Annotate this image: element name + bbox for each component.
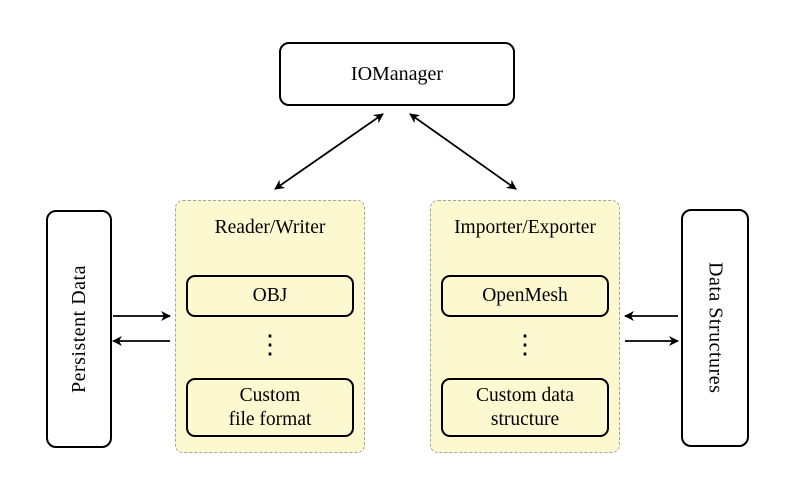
node-custom-data-structure-label: Custom data structure <box>475 384 575 430</box>
node-openmesh-label: OpenMesh <box>482 285 568 307</box>
node-openmesh: OpenMesh <box>441 275 609 317</box>
node-obj: OBJ <box>186 275 354 317</box>
group-importer-exporter-title: Importer/Exporter <box>454 217 596 238</box>
node-data-structures: Data Structures <box>681 209 749 447</box>
node-data-structures-label: Data Structures <box>704 262 727 394</box>
node-custom-file-format-label: Custom file format <box>228 384 312 430</box>
group-reader-writer-title: Reader/Writer <box>214 217 326 238</box>
node-iomanager-label: IOManager <box>350 62 444 85</box>
node-persistent-data: Persistent Data <box>46 210 112 448</box>
node-persistent-data-label: Persistent Data <box>67 264 90 394</box>
group-importer-exporter: Importer/Exporter OpenMesh ⋮ Custom data… <box>430 200 620 453</box>
group-reader-writer: Reader/Writer OBJ ⋮ Custom file format <box>175 200 365 453</box>
node-custom-file-format: Custom file format <box>186 378 354 437</box>
arrow-iomanager-reader-writer <box>274 113 384 190</box>
ellipsis-reader-writer: ⋮ <box>257 330 283 359</box>
node-obj-label: OBJ <box>252 285 288 307</box>
node-custom-data-structure: Custom data structure <box>441 378 609 437</box>
node-iomanager: IOManager <box>279 42 515 106</box>
ellipsis-importer-exporter: ⋮ <box>512 330 538 359</box>
arrow-iomanager-importer-exporter <box>409 113 517 190</box>
